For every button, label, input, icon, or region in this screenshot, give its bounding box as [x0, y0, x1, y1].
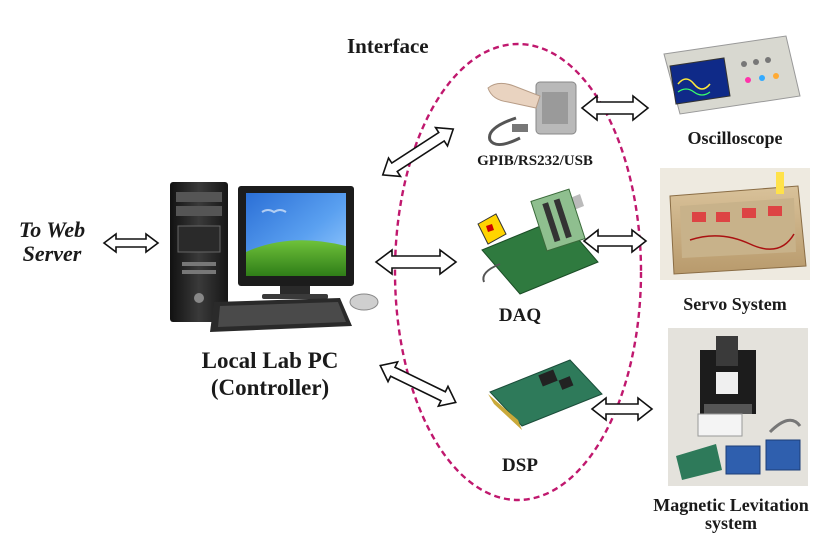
maglev-line1: Magnetic Levitation: [653, 495, 809, 515]
arrow-daq-servo: [582, 228, 648, 254]
interface-ellipse: [393, 42, 643, 502]
pc-icon: [170, 182, 379, 332]
interface-label: Interface: [347, 34, 429, 58]
daq-label: DAQ: [498, 305, 542, 326]
servo-system-label: Servo System: [683, 294, 787, 314]
arrow-web-server-pc: [102, 232, 160, 254]
daq-card-icon: [477, 188, 599, 295]
local-lab-pc-line1: Local Lab PC: [201, 348, 339, 373]
dsp-label: DSP: [502, 455, 538, 476]
maglev-system-image: [668, 328, 808, 486]
oscilloscope-label: Oscilloscope: [687, 128, 783, 148]
to-web-server-line1: To Web: [18, 217, 86, 242]
arrow-pc-daq: [374, 248, 458, 276]
arrow-pc-gpib: [381, 126, 455, 178]
dsp-card-icon: [488, 359, 603, 430]
arrow-gpib-oscilloscope: [580, 94, 650, 122]
maglev-line2: system: [705, 513, 757, 533]
local-lab-pc-label: Local Lab PC (Controller): [180, 347, 360, 401]
maglev-label: Magnetic Levitation system: [636, 496, 826, 532]
gpib-label: GPIB/RS232/USB: [477, 153, 593, 169]
local-lab-pc-line2: (Controller): [210, 375, 330, 400]
to-web-server-label: To Web Server: [4, 218, 100, 266]
servo-system-image: [660, 168, 810, 280]
gpib-connector-icon: [487, 81, 577, 146]
arrow-pc-dsp: [379, 360, 457, 408]
arrow-dsp-maglev: [590, 396, 654, 422]
oscilloscope-image: [663, 35, 801, 115]
to-web-server-line2: Server: [22, 241, 82, 266]
